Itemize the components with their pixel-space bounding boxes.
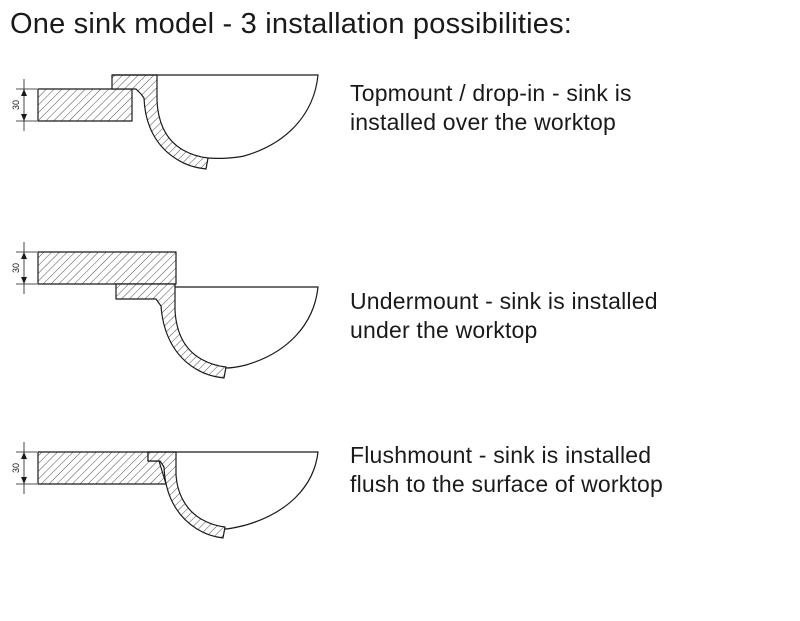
bowl-outline xyxy=(207,74,319,159)
page-title: One sink model - 3 installation possibil… xyxy=(10,8,573,40)
row-flushmount: 30 Flushmount - sink is installed flush … xyxy=(8,437,800,552)
dimension-label: 30 xyxy=(11,463,21,473)
row-topmount: 30 Topmount / drop-in - sink is installe… xyxy=(8,63,800,193)
worktop-section xyxy=(37,451,167,485)
bowl-outline xyxy=(225,286,319,369)
caption-topmount-line2: installed over the worktop xyxy=(350,109,617,136)
row-undermount: 30 Undermount - sink is installed under … xyxy=(8,239,800,389)
worktop-section xyxy=(37,88,133,122)
dimension-label: 30 xyxy=(11,263,21,273)
caption-flushmount-line2: flush to the surface of worktop xyxy=(350,471,664,498)
caption-undermount: Undermount - sink is installed under the… xyxy=(350,287,658,346)
caption-undermount-line1: Undermount - sink is installed xyxy=(350,288,658,314)
caption-undermount-line2: under the worktop xyxy=(350,317,538,344)
sink-profile xyxy=(115,283,227,379)
caption-topmount-line1: Topmount / drop-in - sink is xyxy=(350,80,632,106)
undermount-diagram: 30 xyxy=(11,242,319,379)
worktop-section xyxy=(37,251,177,285)
caption-flushmount-line1: Flushmount - sink is installed xyxy=(350,442,652,468)
topmount-diagram: 30 xyxy=(11,74,319,170)
caption-flushmount: Flushmount - sink is installed flush to … xyxy=(350,441,663,500)
dimension-30: 30 xyxy=(11,79,37,131)
dimension-label: 30 xyxy=(11,100,21,110)
sink-profile xyxy=(147,451,226,539)
dimension-30: 30 xyxy=(11,242,37,294)
flushmount-diagram: 30 xyxy=(11,442,319,539)
bowl-outline xyxy=(224,451,319,530)
sink-profile xyxy=(111,74,209,170)
dimension-30: 30 xyxy=(11,442,37,494)
caption-topmount: Topmount / drop-in - sink is installed o… xyxy=(350,79,632,138)
